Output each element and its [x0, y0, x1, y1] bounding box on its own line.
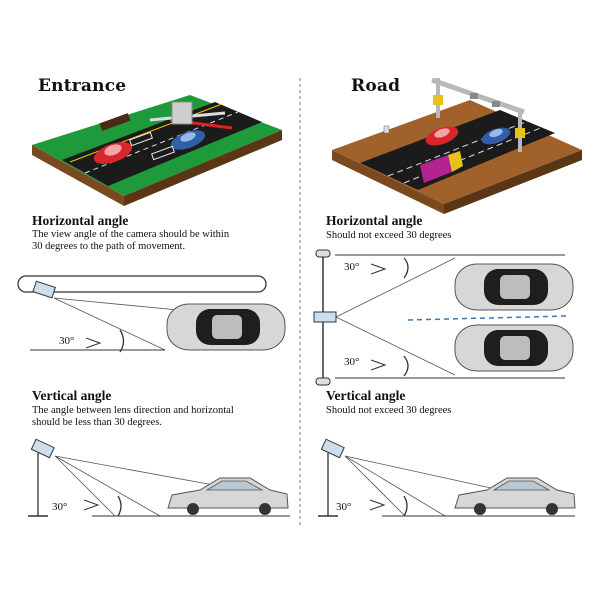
car-top-view-icon [166, 303, 286, 351]
camera-icon [320, 438, 345, 459]
car-side-view-icon [454, 477, 576, 515]
camera-icon [32, 280, 56, 299]
blue-car-icon [170, 130, 206, 150]
red-car-icon [425, 126, 459, 146]
left-horizontal-text-1: The view angle of the camera should be w… [32, 229, 230, 240]
entrance-title: Entrance [38, 76, 127, 96]
red-car-icon [93, 142, 133, 164]
right-vertical-angle-label: 30° [336, 501, 352, 513]
left-vertical-text-2: should be less than 30 degrees. [32, 417, 163, 428]
right-horizontal-heading: Horizontal angle [326, 213, 423, 228]
right-vertical-heading: Vertical angle [326, 388, 406, 403]
left-horizontal-heading: Horizontal angle [32, 213, 129, 228]
camera-gantry-icon [431, 77, 525, 152]
left-horizontal-text-2: 30 degrees to the path of movement. [32, 241, 186, 252]
right-horizontal-angle-label-bottom: 30° [344, 356, 360, 368]
left-horizontal-angle-label: 30° [59, 335, 75, 347]
camera-icon [30, 438, 55, 459]
truck-icon [420, 151, 463, 183]
left-vertical-text-1: The angle between lens direction and hor… [32, 405, 234, 416]
road-title: Road [351, 76, 401, 96]
left-vertical-angle-label: 30° [52, 501, 68, 513]
left-vertical-heading: Vertical angle [32, 388, 112, 403]
car-top-view-icon [454, 324, 574, 372]
right-vertical-text-1: Should not exceed 30 degrees [326, 405, 452, 416]
blue-car-icon [481, 127, 511, 145]
car-top-view-icon [454, 263, 574, 311]
car-side-view-icon [167, 477, 289, 515]
right-horizontal-text-1: Should not exceed 30 degrees [326, 230, 452, 241]
right-horizontal-angle-label-top: 30° [344, 261, 360, 273]
